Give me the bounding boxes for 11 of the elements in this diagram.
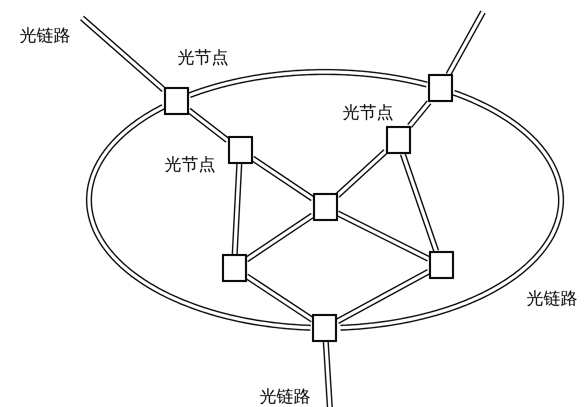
node-box: [428, 251, 454, 279]
node-label: 光节点: [342, 104, 394, 122]
link-label: 光链路: [20, 28, 70, 44]
node-label: 光节点: [164, 156, 216, 174]
node-box: [428, 74, 454, 102]
node-label: 光节点: [177, 50, 228, 66]
node-box: [312, 193, 338, 221]
node-box: [222, 254, 246, 282]
link-label: 光链路: [526, 290, 578, 308]
link-label: 光链路: [260, 388, 310, 406]
node-box: [312, 314, 338, 342]
